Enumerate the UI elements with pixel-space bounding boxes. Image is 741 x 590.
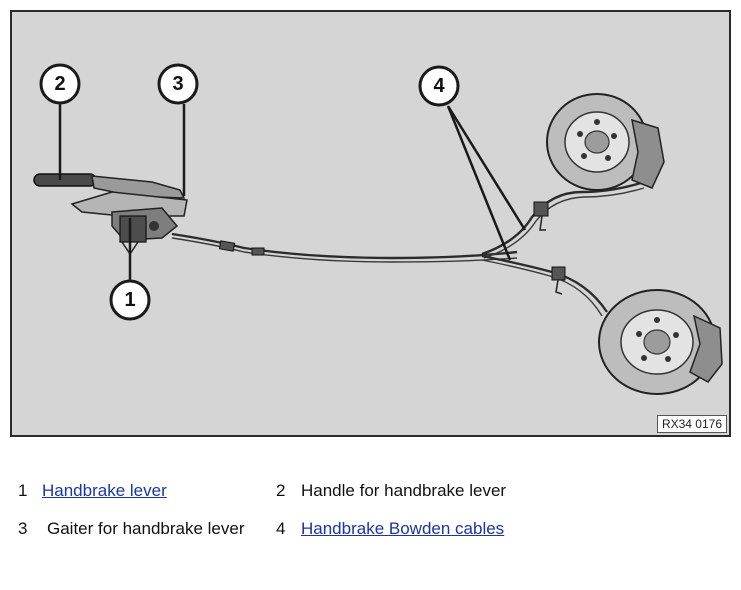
cable-guide-upper xyxy=(533,201,549,217)
main-cable-edge xyxy=(171,237,518,263)
caliper-lower xyxy=(689,314,723,383)
svg-text:2: 2 xyxy=(54,73,65,95)
reference-code: RX34 0176 xyxy=(656,415,727,433)
callout-4: 4 xyxy=(418,65,460,107)
handle-grip xyxy=(33,173,97,187)
bowden-cable-upper xyxy=(481,180,645,256)
svg-text:1: 1 xyxy=(124,289,135,311)
bowden-cable-upper-edge xyxy=(483,187,645,259)
legend-label-2: Handle for handbrake lever xyxy=(301,481,507,500)
handbrake-bowden-cables-link[interactable]: Handbrake Bowden cables xyxy=(301,519,505,538)
lever-bracket xyxy=(119,215,147,243)
leader-4b xyxy=(446,105,512,261)
bowden-cable-lower-edge xyxy=(481,259,603,317)
cable-guide-lower xyxy=(551,266,566,281)
leader-4a xyxy=(446,105,527,231)
caliper-upper xyxy=(631,118,665,189)
callout-2: 2 xyxy=(39,63,81,105)
cable-clip xyxy=(218,240,236,252)
callout-1: 1 xyxy=(109,279,151,321)
svg-text:3: 3 xyxy=(172,73,183,95)
brake-disc-upper xyxy=(546,93,665,191)
cable-clip xyxy=(251,247,265,256)
lever-arm xyxy=(91,175,186,199)
handbrake-illustration: 2 3 4 1 xyxy=(33,63,723,395)
legend-label-3: Gaiter for handbrake lever xyxy=(47,519,245,538)
lever-pivot xyxy=(149,221,159,231)
brake-disc-lower xyxy=(598,289,723,395)
handbrake-diagram: 2 3 4 1 RX34 0176 xyxy=(10,10,731,437)
handbrake-lever-link[interactable]: Handbrake lever xyxy=(42,481,167,500)
main-cable xyxy=(171,232,518,260)
handbrake-lever-assembly xyxy=(33,173,188,256)
callout-3: 3 xyxy=(157,63,199,105)
svg-text:4: 4 xyxy=(433,75,445,97)
